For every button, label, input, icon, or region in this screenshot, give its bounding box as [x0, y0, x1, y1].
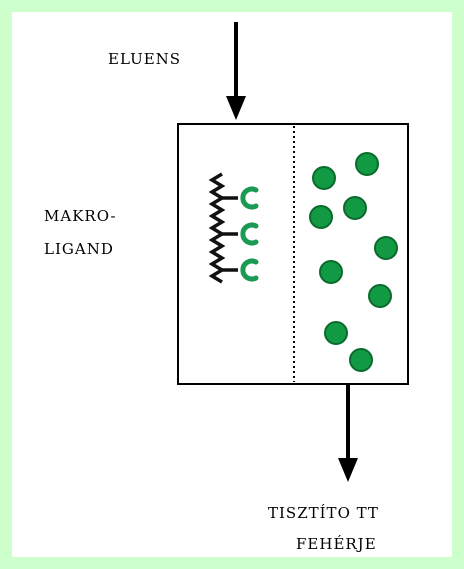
protein-particle [374, 236, 398, 260]
protein-particle [349, 348, 373, 372]
protein-particle [312, 166, 336, 190]
protein-particle [319, 260, 343, 284]
protein-particle [324, 321, 348, 345]
protein-particle [309, 205, 333, 229]
product-outlet-arrow [338, 384, 358, 482]
protein-particles [309, 152, 398, 372]
macroligand-label-line1: MAKRO- [44, 207, 117, 225]
ligand-receptors [240, 186, 259, 282]
protein-particle [355, 152, 379, 176]
eluent-inlet-arrow [226, 22, 246, 120]
purified-protein-label-line2: FEHÉRJE [296, 535, 377, 553]
ligand-arms [222, 196, 238, 272]
polymer-backbone [208, 172, 226, 284]
protein-particle [368, 284, 392, 308]
eluent-label: ELUENS [108, 50, 182, 68]
macroligand-label-line2: LIGAND [44, 240, 114, 258]
purified-protein-label-line1: TISZTÍTO TT [268, 504, 379, 522]
protein-particle [343, 196, 367, 220]
